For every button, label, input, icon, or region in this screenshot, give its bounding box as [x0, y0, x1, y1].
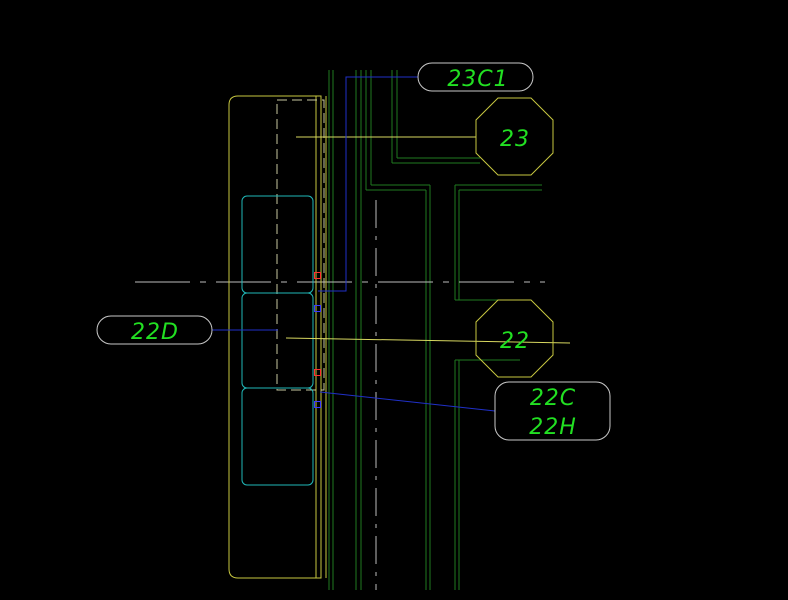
hidden-line-box — [276, 99, 325, 391]
grip-blue[interactable] — [314, 401, 321, 408]
leader-23c1 — [318, 76, 418, 292]
tag-22c-22h[interactable]: 22C 22H — [494, 381, 611, 441]
tag-23c1[interactable]: 23C1 — [417, 62, 534, 92]
modules — [241, 195, 314, 486]
tag-22d-outline — [96, 315, 213, 345]
tag-23-octagon — [475, 97, 554, 176]
leader-22 — [285, 337, 571, 344]
wall-lines — [328, 70, 542, 590]
tag-22h-text: 22H — [529, 415, 577, 440]
tag-22d[interactable]: 22D — [96, 315, 213, 345]
tag-23c1-text: 23C1 — [447, 67, 508, 92]
grip-red[interactable] — [314, 272, 321, 279]
tag-22[interactable]: 22 — [475, 299, 554, 378]
tag-23c1-outline — [417, 62, 534, 92]
grip-red[interactable] — [314, 369, 321, 376]
tag-22-octagon — [475, 299, 554, 378]
tag-22c-22h-outline — [494, 381, 611, 441]
tag-22-text: 22 — [500, 329, 530, 354]
module-bottom — [241, 387, 314, 486]
leader-22c-22h — [319, 391, 496, 412]
grip-blue[interactable] — [314, 305, 321, 312]
tag-22d-text: 22D — [131, 320, 179, 345]
tag-23-text: 23 — [500, 127, 530, 152]
tag-22c-text: 22C — [530, 386, 576, 411]
tag-23[interactable]: 23 — [475, 97, 554, 176]
panel-outline — [228, 95, 322, 579]
